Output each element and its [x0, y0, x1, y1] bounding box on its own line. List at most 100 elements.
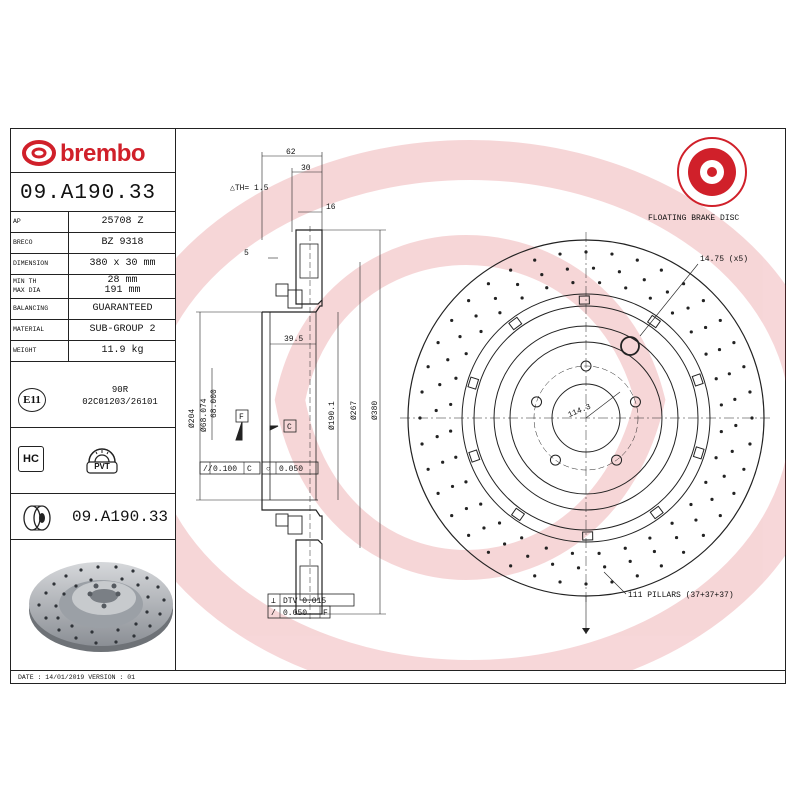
wheel-bolt-hole — [580, 360, 592, 372]
spec-value: 11.9 kg — [68, 340, 176, 362]
drill-hole — [458, 335, 462, 339]
drill-hole — [450, 318, 454, 323]
drill-hole — [734, 423, 738, 428]
dim-16: 16 — [326, 203, 336, 212]
drill-hole — [450, 513, 454, 518]
drill-hole — [701, 533, 705, 537]
drill-hole — [520, 296, 524, 300]
dim-190-1: Ø190.1 — [328, 401, 337, 430]
badge-row: HC PVT — [10, 428, 176, 494]
drill-hole — [497, 521, 502, 525]
drill-hole — [642, 278, 646, 282]
bobbin-tab — [578, 295, 590, 305]
drill-hole — [717, 347, 722, 352]
approval-code: 90R 02C01203/26101 — [64, 384, 176, 408]
tol-value-2: 0.050 — [279, 465, 303, 474]
spec-value-max: 191 mm — [104, 285, 141, 296]
spec-key: MATERIAL — [10, 319, 69, 341]
drill-hole — [617, 270, 621, 274]
drill-hole — [520, 536, 524, 540]
drill-hole — [732, 491, 736, 495]
spec-value: SUB-GROUP 2 — [68, 319, 176, 341]
drill-hole — [558, 580, 562, 584]
drill-hole — [584, 250, 588, 254]
dim-th: △TH= 1.5 — [230, 184, 269, 193]
drill-hole — [670, 311, 675, 315]
part-number: 09.A190.33 — [10, 172, 176, 212]
drill-hole — [449, 429, 453, 433]
drill-hole — [503, 542, 507, 546]
drill-hole — [533, 574, 537, 578]
drill-hole — [479, 502, 483, 506]
approval-row: E11 90R 02C01203/26101 — [10, 372, 176, 428]
drill-hole — [558, 252, 562, 256]
spec-value: 380 x 30 mm — [68, 253, 176, 275]
drill-hole — [732, 341, 736, 345]
front-view-holes — [418, 250, 754, 586]
drill-hole — [624, 286, 628, 290]
dim-39-5: 39.5 — [284, 335, 303, 344]
part-number-row: 09.A190.33 — [10, 494, 176, 540]
drill-hole — [426, 467, 430, 471]
drill-hole — [748, 442, 752, 446]
floating-disc-symbol — [677, 137, 747, 207]
drill-hole — [635, 574, 639, 578]
hole-label: 14.75 (x5) — [700, 255, 748, 264]
drill-hole — [467, 299, 471, 303]
drill-hole — [479, 329, 483, 334]
drill-hole — [438, 383, 442, 387]
drill-hole — [719, 429, 723, 434]
drill-hole — [704, 352, 708, 356]
drill-hole — [718, 513, 722, 518]
pcd-label: 114.3 — [567, 403, 593, 420]
bobbin-tab — [510, 507, 526, 522]
spec-value: BZ 9318 — [68, 232, 176, 254]
drill-hole — [509, 564, 513, 568]
drill-hole — [689, 502, 693, 507]
drill-hole — [748, 390, 752, 394]
drill-hole — [450, 484, 455, 489]
datum-c: C — [287, 423, 292, 432]
spec-row: MATERIAL SUB-GROUP 2 — [10, 319, 176, 341]
drill-hole — [701, 299, 705, 303]
spec-key: BALANCING — [10, 298, 69, 320]
drill-hole — [623, 546, 627, 550]
drill-hole — [584, 582, 588, 586]
dim-267: Ø267 — [350, 401, 359, 420]
tol-symbol-3: / — [271, 609, 276, 618]
brand-name: brembo — [60, 140, 146, 167]
spec-key-max: MAX DIA — [13, 287, 41, 294]
title-block: brembo 09.A190.33 AP 25708 Z BRECO BZ 93… — [10, 128, 176, 670]
drill-hole — [449, 402, 453, 407]
bobbin-tab — [646, 314, 662, 329]
drill-hole — [648, 296, 652, 300]
spec-value: 28 mm 191 mm — [68, 274, 176, 299]
drill-hole — [628, 559, 632, 563]
drill-hole — [674, 535, 679, 540]
drill-hole — [571, 281, 575, 285]
spec-key: DIMENSION — [10, 253, 69, 275]
hc-badge: HC — [18, 446, 44, 472]
floating-label: FLOATING BRAKE DISC — [648, 214, 739, 223]
dim-68-074: Ø68.074 — [200, 398, 209, 432]
drill-hole — [730, 449, 734, 453]
dim-68-000: 68.000 — [210, 389, 219, 418]
spec-row: BALANCING GUARANTEED — [10, 298, 176, 320]
drill-hole — [420, 390, 424, 394]
drill-hole — [742, 467, 746, 471]
brembo-logo: brembo — [22, 138, 172, 170]
drill-hole — [727, 372, 731, 376]
spec-table: AP 25708 Z BRECO BZ 9318 DIMENSION 380 x… — [10, 212, 176, 362]
drill-hole — [635, 258, 639, 262]
drill-hole — [714, 377, 718, 381]
drill-hole — [426, 365, 430, 369]
wheel-bolt-hole — [629, 396, 641, 408]
drill-hole — [670, 521, 674, 525]
drill-hole — [722, 474, 726, 478]
dim-30: 30 — [301, 164, 311, 173]
drill-hole — [515, 282, 520, 287]
bobbin-tab — [692, 446, 705, 460]
pvt-icon — [86, 448, 118, 474]
pvt-label: PVT — [94, 462, 110, 471]
drill-hole — [526, 554, 530, 558]
